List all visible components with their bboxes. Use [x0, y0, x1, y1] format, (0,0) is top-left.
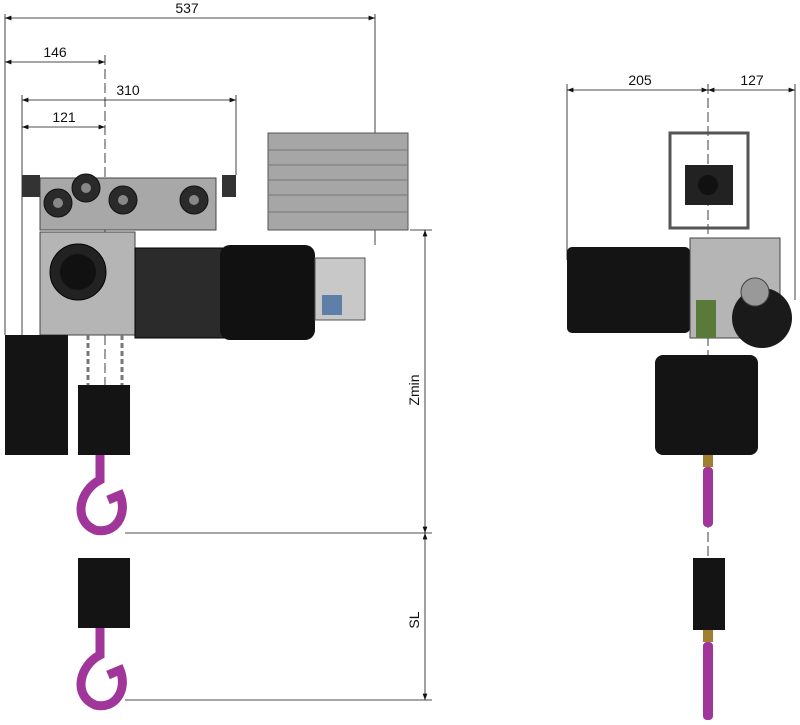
dim-205-label: 205 — [628, 72, 652, 88]
trolley-wheels — [43, 173, 209, 218]
dim-310-label: 310 — [116, 82, 140, 98]
dim-121-label: 121 — [52, 109, 76, 125]
side-view — [567, 131, 792, 720]
control-box — [267, 132, 409, 231]
hook-side-lower — [703, 642, 713, 720]
hook-block-lower — [78, 558, 130, 628]
dimension-lines — [5, 15, 795, 700]
hook-block-side — [655, 355, 758, 455]
dim-sl-label: SL — [406, 611, 422, 628]
hook-side — [703, 467, 713, 527]
hook-block — [78, 385, 130, 455]
motor-cover — [220, 245, 315, 340]
dim-146-label: 146 — [43, 44, 67, 60]
electrical-box — [5, 335, 68, 455]
electrical-box-side — [567, 247, 690, 333]
hook-block-side-lower — [693, 558, 725, 630]
dim-zmin-label: Zmin — [406, 374, 422, 405]
rail-profile — [668, 131, 750, 230]
front-view — [5, 132, 409, 711]
motor — [134, 247, 226, 339]
dim-537-label: 537 — [175, 0, 199, 16]
hook — [76, 455, 127, 536]
hook-lower — [76, 628, 127, 711]
dim-127-label: 127 — [740, 72, 764, 88]
